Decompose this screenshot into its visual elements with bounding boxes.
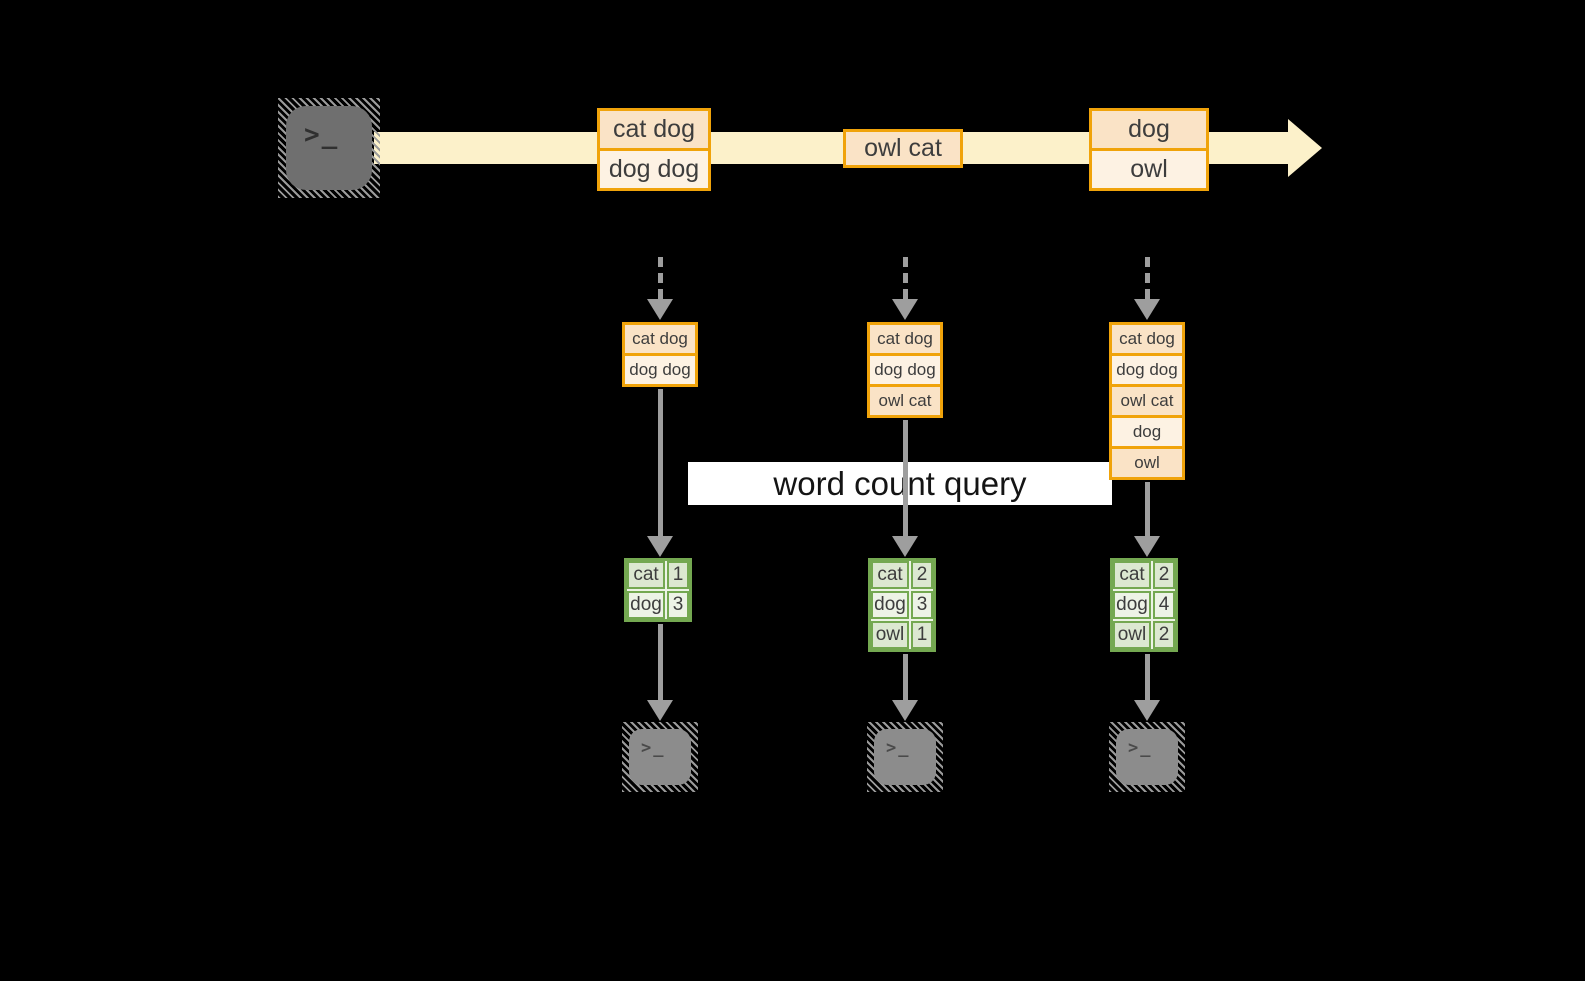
arrow-down-icon (1132, 654, 1162, 721)
stream-event-group-3: dog owl (1089, 108, 1209, 191)
table-row: cat 2 (1113, 561, 1175, 589)
sink-terminal-icon: >_ (1109, 722, 1185, 792)
count-cell: 2 (911, 561, 933, 589)
count-cell: 3 (667, 591, 689, 619)
sink-terminal-icon: >_ (867, 722, 943, 792)
sink-terminal-icon: >_ (622, 722, 698, 792)
stream-event: owl cat (846, 132, 960, 165)
buffered-event: owl cat (1112, 384, 1182, 415)
stream-event: dog dog (600, 148, 708, 188)
word-cell: dog (871, 591, 909, 619)
buffered-event: owl (1112, 446, 1182, 477)
arrow-down-icon (890, 420, 920, 557)
count-table-2: cat 2 dog 3 owl 1 (868, 558, 936, 652)
arrow-down-icon (1132, 482, 1162, 557)
count-cell: 1 (911, 621, 933, 649)
stream-event: dog (1092, 111, 1206, 148)
count-cell: 1 (667, 561, 689, 589)
word-cell: cat (627, 561, 665, 589)
table-row: cat 1 (627, 561, 689, 589)
table-row: owl 2 (1113, 621, 1175, 649)
dashed-arrow-down-icon (645, 257, 675, 320)
event-buffer-3: cat dog dog dog owl cat dog owl (1109, 322, 1185, 480)
word-cell: owl (871, 621, 909, 649)
count-cell: 2 (1153, 621, 1175, 649)
event-buffer-1: cat dog dog dog (622, 322, 698, 387)
buffered-event: cat dog (1112, 325, 1182, 353)
count-cell: 2 (1153, 561, 1175, 589)
source-terminal-icon: >_ (278, 98, 380, 198)
terminal-prompt-icon: >_ (874, 729, 936, 785)
buffered-event: dog dog (1112, 353, 1182, 384)
count-table-3: cat 2 dog 4 owl 2 (1110, 558, 1178, 652)
buffered-event: dog dog (870, 353, 940, 384)
dashed-arrow-down-icon (890, 257, 920, 320)
table-row: dog 3 (871, 591, 933, 619)
buffered-event: dog (1112, 415, 1182, 446)
arrow-down-icon (645, 624, 675, 721)
table-row: dog 4 (1113, 591, 1175, 619)
arrow-down-icon (645, 389, 675, 557)
table-row: owl 1 (871, 621, 933, 649)
buffered-event: cat dog (625, 325, 695, 353)
query-label: word count query (688, 462, 1112, 505)
table-row: dog 3 (627, 591, 689, 619)
buffered-event: owl cat (870, 384, 940, 415)
stream-event: cat dog (600, 111, 708, 148)
stream-arrow-head (1288, 119, 1322, 177)
word-cell: dog (1113, 591, 1151, 619)
word-cell: owl (1113, 621, 1151, 649)
terminal-prompt-icon: >_ (286, 106, 372, 190)
word-cell: dog (627, 591, 665, 619)
terminal-prompt-icon: >_ (1116, 729, 1178, 785)
word-cell: cat (1113, 561, 1151, 589)
terminal-prompt-icon: >_ (629, 729, 691, 785)
dashed-arrow-down-icon (1132, 257, 1162, 320)
buffered-event: dog dog (625, 353, 695, 384)
stream-event-group-2: owl cat (843, 129, 963, 168)
event-buffer-2: cat dog dog dog owl cat (867, 322, 943, 418)
word-cell: cat (871, 561, 909, 589)
stream-event-group-1: cat dog dog dog (597, 108, 711, 191)
buffered-event: cat dog (870, 325, 940, 353)
table-row: cat 2 (871, 561, 933, 589)
stream-event: owl (1092, 148, 1206, 188)
count-cell: 3 (911, 591, 933, 619)
count-table-1: cat 1 dog 3 (624, 558, 692, 622)
count-cell: 4 (1153, 591, 1175, 619)
arrow-down-icon (890, 654, 920, 721)
